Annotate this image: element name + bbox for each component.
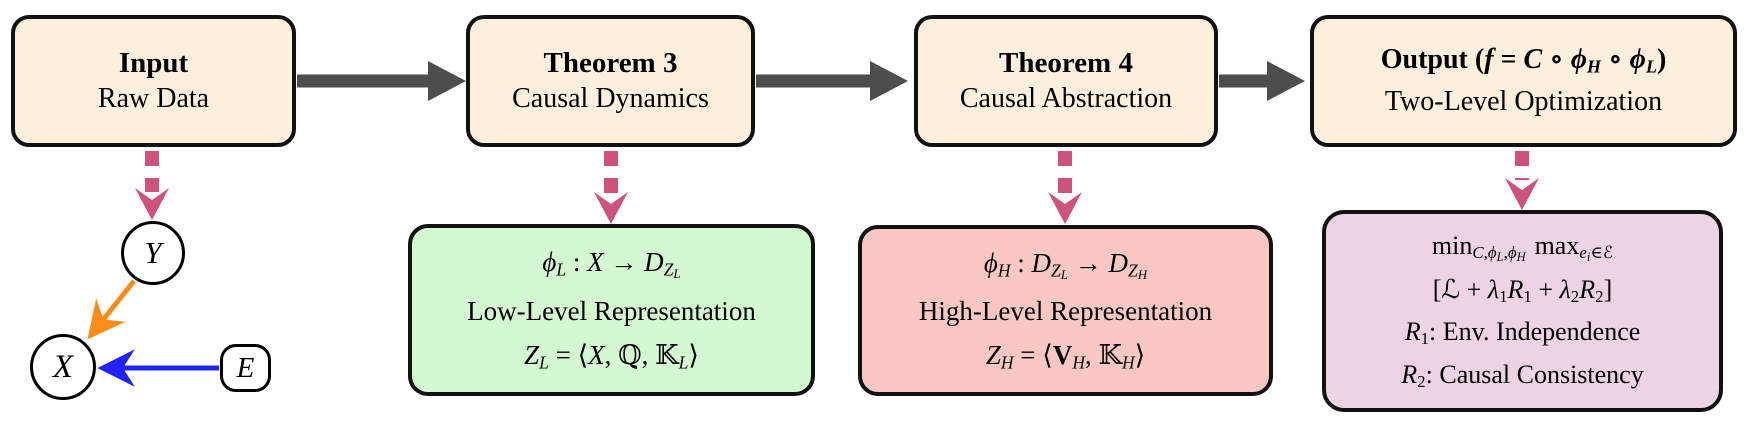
high-level-tuple-formula: ZH = ⟨VH, 𝕂H⟩ <box>985 340 1146 373</box>
high-level-map-formula: ϕH : DZL → DZH <box>983 248 1148 283</box>
dashed-arrow-theorem3-to-lowlevel <box>594 151 628 224</box>
output-box: Output (f = C ∘ ϕH ∘ ϕL) Two-Level Optim… <box>1310 15 1737 147</box>
input-box: Input Raw Data <box>11 15 296 147</box>
theorem3-subtitle: Causal Dynamics <box>512 83 709 114</box>
input-subtitle: Raw Data <box>97 83 210 114</box>
arrow-input-to-theorem3 <box>297 61 466 101</box>
theorem3-box: Theorem 3 Causal Dynamics <box>466 15 755 147</box>
theorem3-title: Theorem 3 <box>543 47 678 79</box>
high-level-box: ϕH : DZL → DZH High-Level Representation… <box>858 225 1273 396</box>
node-x: X <box>30 334 96 400</box>
theorem4-box: Theorem 4 Causal Abstraction <box>914 15 1218 147</box>
dashed-arrow-theorem4-to-highlevel <box>1048 151 1082 224</box>
node-e-label: E <box>236 351 255 384</box>
theorem4-title: Theorem 4 <box>999 47 1133 79</box>
high-level-caption: High-Level Representation <box>918 296 1213 327</box>
edge-y-to-x <box>87 279 136 340</box>
dashed-arrow-input-to-graph <box>135 151 169 220</box>
input-title: Input <box>118 47 189 79</box>
output-subtitle: Two-Level Optimization <box>1384 86 1663 118</box>
regularizer2-label: R2: Causal Consistency <box>1401 359 1644 391</box>
output-title-formula: Output (f = C ∘ ϕH ∘ ϕL) <box>1380 43 1667 77</box>
node-y-label: Y <box>144 235 162 270</box>
low-level-box: ϕL : X → DZL Low-Level Representation ZL… <box>408 224 815 396</box>
node-y: Y <box>121 221 185 285</box>
objective-formula: [ℒ + λ1R1 + λ2R2] <box>1432 274 1613 306</box>
node-e: E <box>220 344 271 392</box>
low-level-caption: Low-Level Representation <box>467 295 756 326</box>
dashed-arrow-output-to-optimization <box>1505 151 1539 210</box>
arrow-theorem3-to-theorem4 <box>756 61 908 101</box>
arrow-theorem4-to-output <box>1219 61 1305 101</box>
low-level-tuple-formula: ZL = ⟨X, ℚ, 𝕂L⟩ <box>524 340 699 373</box>
regularizer1-label: R1: Env. Independence <box>1404 317 1641 349</box>
theorem4-subtitle: Causal Abstraction <box>959 83 1173 114</box>
low-level-map-formula: ϕL : X → DZL <box>542 247 681 282</box>
node-x-label: X <box>52 348 74 385</box>
